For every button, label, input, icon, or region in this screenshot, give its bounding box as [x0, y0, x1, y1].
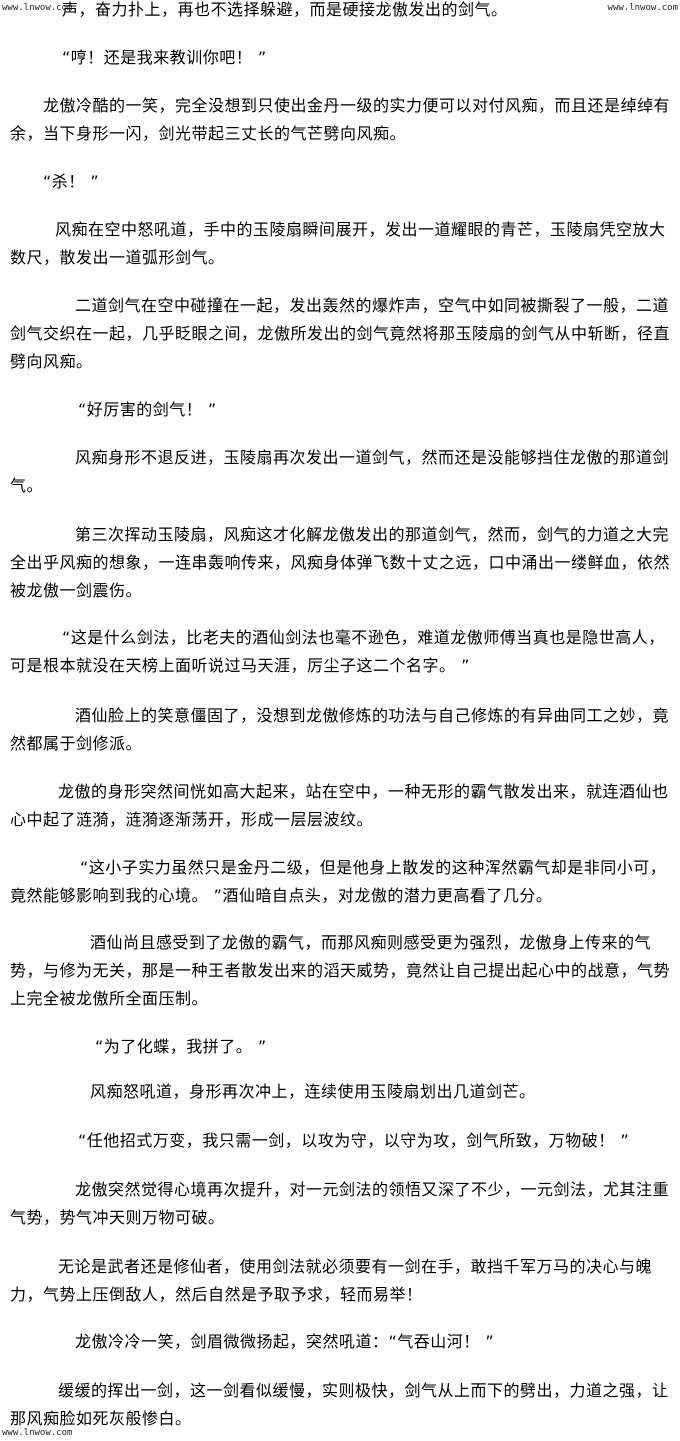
paragraph: “为了化蝶，我拼了。 ” [95, 1037, 267, 1056]
paragraph: 酒仙尚且感受到了龙傲的霸气，而那风痴则感受更为强烈，龙傲身上传来的气势，与修为无… [10, 933, 671, 1008]
paragraph: 龙傲突然觉得心境再次提升，对一元剑法的领悟又深了不少，一元剑法，尤其注重气势，势… [10, 1180, 670, 1227]
paragraph: 酒仙脸上的笑意僵固了，没想到龙傲修炼的功法与自己修炼的有异曲同工之妙，竟然都属于… [10, 706, 670, 753]
paragraph: 龙傲冷冷一笑，剑眉微微扬起，突然吼道：“气吞山河！ ” [75, 1332, 495, 1351]
paragraph: 龙傲的身形突然间恍如高大起来，站在空中，一种无形的霸气散发出来，就连酒仙也心中起… [10, 782, 669, 829]
paragraph: 风痴怒吼道，身形再次冲上，连续使用玉陵扇划出几道剑芒。 [90, 1082, 536, 1101]
paragraph: “这是什么剑法，比老夫的酒仙剑法也毫不逊色，难道龙傲师傅当真也是隐世高人，可是根… [10, 628, 665, 675]
paragraph: 风痴在空中怒吼道，手中的玉陵扇瞬间展开，发出一道耀眼的青芒，玉陵扇凭空放大数尺，… [10, 220, 666, 267]
paragraph: “杀！ ” [43, 172, 100, 191]
paragraph: 缓缓的挥出一剑，这一剑看似缓慢，实则极快，剑气从上而下的劈出，力道之强，让那风痴… [10, 1381, 669, 1428]
watermark-top-left: www.lnwow.com [2, 3, 73, 13]
watermark-top-right: www.lnwow.com [607, 3, 678, 13]
paragraph: 声，奋力扑上，再也不选择躲避，而是硬接龙傲发出的剑气。 [62, 0, 508, 19]
paragraph: 风痴身形不退反进，玉陵扇再次发出一道剑气，然而还是没能够挡住龙傲的那道剑气。 [10, 448, 670, 495]
paragraph: 无论是武者还是修仙者，使用剑法就必须要有一剑在手，敢挡千军万马的决心与魄力，气势… [10, 1257, 653, 1304]
watermark-bottom-left: www.lnwow.com [2, 1428, 73, 1438]
paragraph: “好厉害的剑气！ ” [78, 400, 217, 419]
paragraph: 第三次挥动玉陵扇，风痴这才化解龙傲发出的那道剑气，然而，剑气的力道之大完全出乎风… [10, 525, 671, 600]
paragraph: “任他招式万变，我只需一剑，以攻为守，以守为攻，剑气所致，万物破！ ” [78, 1131, 630, 1150]
paragraph: “这小子实力虽然只是金丹二级，但是他身上散发的这种浑然霸气却是非同小可，竟然能够… [10, 858, 667, 905]
paragraph: “哼！还是我来教训你吧！ ” [62, 48, 267, 67]
paragraph: 二道剑气在空中碰撞在一起，发出轰然的爆炸声，空气中如同被撕裂了一般，二道剑气交织… [10, 296, 671, 371]
paragraph: 龙傲冷酷的一笑，完全没想到只使出金丹一级的实力便可以对付风痴，而且还是绰绰有余，… [10, 96, 671, 143]
